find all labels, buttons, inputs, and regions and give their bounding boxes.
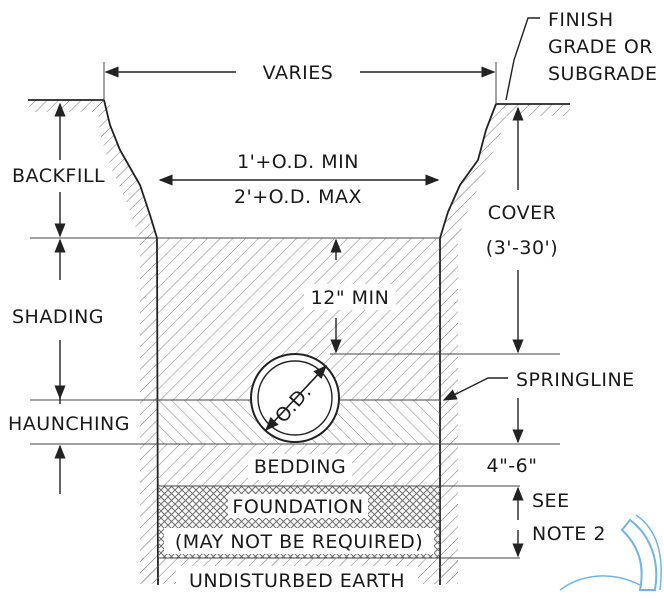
trench-wall-left [98, 99, 159, 586]
label-finish-grade-2: GRADE OR [548, 36, 653, 58]
springline-leader [442, 377, 508, 401]
label-finish-grade-1: FINISH [548, 9, 614, 31]
watermark-logo [559, 514, 662, 591]
label-cover: COVER [488, 202, 557, 224]
label-width-max: 2'+O.D. MAX [234, 186, 362, 208]
label-bedding: BEDDING [254, 456, 346, 478]
label-see-note-1: SEE [532, 490, 570, 512]
ground-surface-left [28, 99, 112, 112]
label-shading: SHADING [12, 306, 104, 328]
label-cover-range: (3'-30') [486, 237, 558, 259]
label-undisturbed-earth: UNDISTURBED EARTH [189, 570, 405, 592]
finish-grade-leader [505, 17, 540, 101]
pipe [250, 353, 340, 443]
varies-dimension [103, 62, 497, 104]
label-backfill: BACKFILL [12, 165, 105, 187]
cover-dimension [330, 106, 560, 355]
label-finish-grade-3: SUBGRADE [548, 63, 657, 85]
label-foundation: FOUNDATION [232, 496, 363, 518]
label-bedding-depth: 4"-6" [486, 455, 537, 477]
trench-wall-right [439, 103, 506, 585]
label-width-min: 1'+O.D. MIN [237, 151, 359, 173]
label-twelve-min: 12" MIN [311, 287, 390, 309]
left-dimension-stack [30, 102, 158, 494]
label-springline: SPRINGLINE [516, 369, 635, 391]
label-may-not-be-required: (MAY NOT BE REQUIRED) [175, 531, 423, 553]
label-see-note-2: NOTE 2 [532, 523, 606, 545]
label-haunching: HAUNCHING [8, 413, 130, 435]
label-varies: VARIES [263, 62, 334, 84]
ground-surface-right [496, 103, 570, 116]
